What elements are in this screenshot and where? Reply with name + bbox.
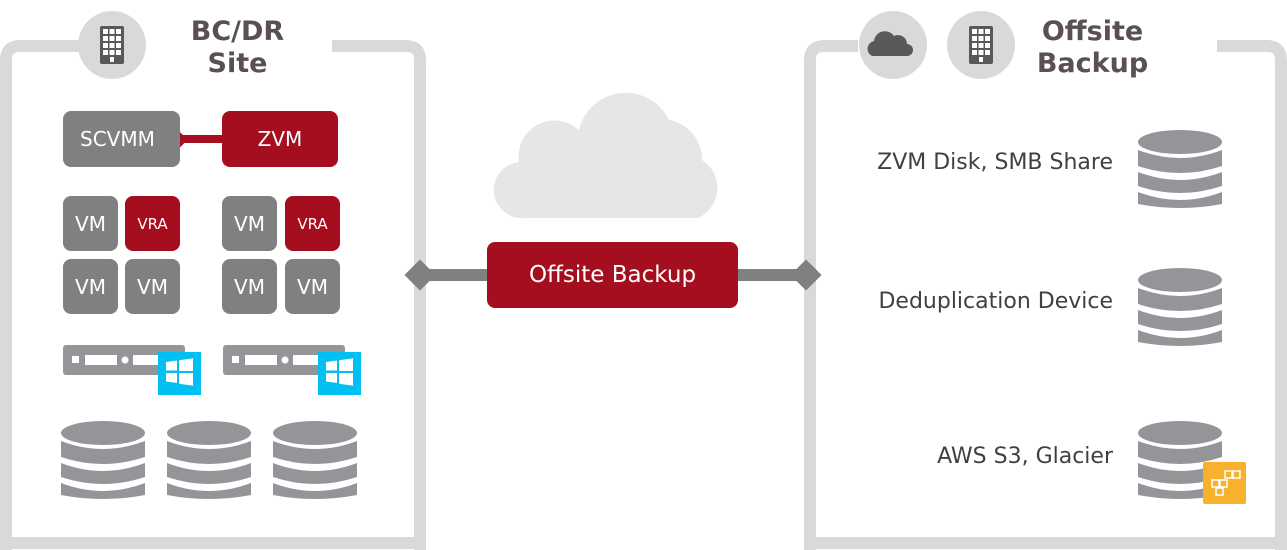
vm-box: VM: [63, 196, 118, 251]
vm-box: VM: [63, 259, 118, 314]
target-label-zvm-disk: ZVM Disk, SMB Share: [877, 150, 1113, 175]
vm-box: VM: [285, 259, 340, 314]
offsite-frame: [804, 40, 1287, 550]
windows-server-icon: [63, 345, 201, 395]
aws-icon: [1203, 462, 1246, 504]
windows-server-icon: [223, 345, 361, 395]
database-icon: [167, 421, 251, 499]
vm-box: VM: [125, 259, 180, 314]
vra-box: VRA: [285, 196, 340, 251]
offsite-backup-box: Offsite Backup: [487, 242, 738, 308]
vm-box: VM: [222, 196, 277, 251]
vra-box: VRA: [125, 196, 180, 251]
connector-diamond: [790, 259, 822, 291]
target-label-dedup: Deduplication Device: [878, 289, 1113, 314]
zvm-box: ZVM: [222, 111, 338, 167]
cloud-icon: [867, 31, 913, 56]
vm-box: VM: [222, 259, 277, 314]
scvmm-box: SCVMM: [63, 111, 180, 167]
database-icon: [1138, 268, 1222, 346]
bcdr-frame: [0, 40, 426, 550]
building-icon: [100, 26, 124, 64]
database-icon: [1138, 130, 1222, 208]
database-icon: [273, 421, 357, 499]
database-icon: [61, 421, 145, 499]
building-icon: [969, 26, 993, 64]
target-label-aws: AWS S3, Glacier: [937, 444, 1113, 469]
connector-diamond: [404, 259, 436, 291]
cloud-icon: [493, 92, 718, 219]
